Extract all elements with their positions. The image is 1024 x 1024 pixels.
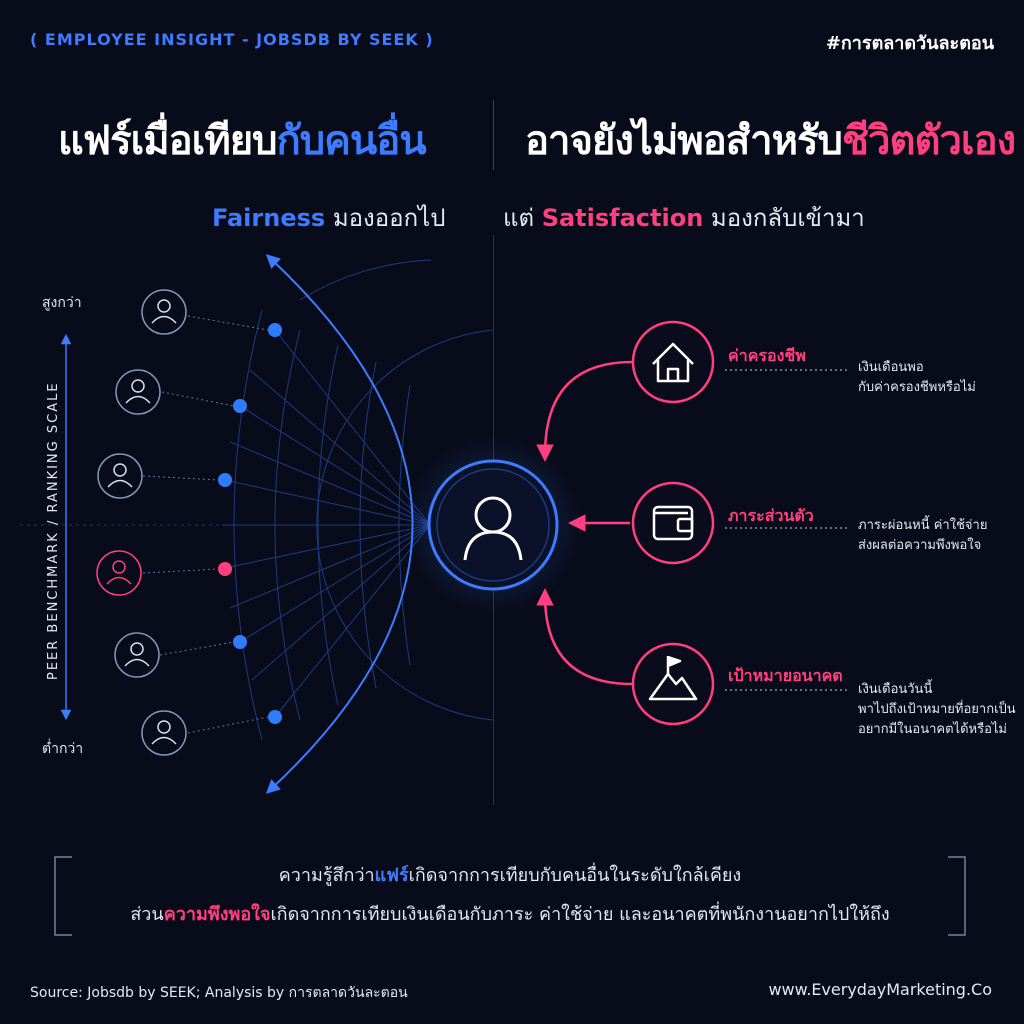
self-dot <box>218 562 232 576</box>
peer-connectors <box>142 315 269 734</box>
center-person-icon <box>463 496 523 561</box>
summary-line1-accent: แฟร์ <box>374 865 409 886</box>
factor-title-personal-burden: ภาระส่วนตัว <box>728 506 814 525</box>
headline-right-plain: อาจยังไม่พอสำหรับ <box>525 118 843 164</box>
subheadline-left: Fairness มองออกไป <box>212 198 445 237</box>
comparison-diagram <box>20 254 850 794</box>
center-ring-outer <box>427 459 559 591</box>
subheadline-right-prefix: แต่ <box>503 204 542 232</box>
summary-line1-pre: ความรู้สึกว่า <box>278 865 375 886</box>
scale-high-label: สูงกว่า <box>42 295 82 311</box>
factor-leaders <box>725 369 850 691</box>
arrow-cost-of-living <box>536 360 633 462</box>
subheadline-right-rest: มองกลับเข้ามา <box>703 204 865 232</box>
headline-divider <box>493 100 494 170</box>
house-circle <box>631 320 715 404</box>
factor-desc-line: เงินเดือนวันนี้ <box>858 682 933 697</box>
summary-line2-post: เกิดจากการเทียบเงินเดือนกับภาระ ค่าใช้จ่… <box>270 904 890 925</box>
house-icon <box>652 342 694 383</box>
summary-frame <box>54 856 966 936</box>
hashtag: #การตลาดวันละตอน <box>825 33 994 54</box>
wallet-icon <box>652 505 694 541</box>
peer-avatar-2 <box>115 369 161 415</box>
peer-avatar-1 <box>141 289 187 335</box>
peer-dot-3 <box>218 473 232 487</box>
headline-right-accent: ชีวิตตัวเอง <box>841 118 1016 164</box>
peer-avatar-6 <box>141 710 187 756</box>
center-ring-inner <box>436 468 550 582</box>
arrow-future-goals <box>536 588 633 686</box>
factor-desc-line: เงินเดือนพอ <box>858 360 924 375</box>
summary-line2-accent: ความพึงพอใจ <box>163 904 271 925</box>
factor-desc-line: ส่งผลต่อความพึงพอใจ <box>858 538 982 553</box>
summary-line-1: ความรู้สึกว่าแฟร์เกิดจากการเทียบกับคนอื่… <box>54 860 966 889</box>
peer-avatar-5 <box>114 632 160 678</box>
factor-title-future-goals: เป้าหมายอนาคต <box>728 666 843 685</box>
self-avatar-highlight <box>96 550 142 596</box>
headline-left-accent: กับคนอื่น <box>276 118 427 164</box>
peer-dot-6 <box>268 710 282 724</box>
wallet-circle <box>631 481 715 565</box>
headline-left-plain: แฟร์เมื่อเทียบ <box>58 118 278 164</box>
header-tag: ( EMPLOYEE INSIGHT - JOBSDB BY SEEK ) <box>30 30 434 49</box>
satisfaction-keyword: Satisfaction <box>541 204 704 232</box>
peer-dot-5 <box>233 635 247 649</box>
scale-low-label: ต่ำกว่า <box>42 741 84 757</box>
subheadline-right: แต่ Satisfaction มองกลับเข้ามา <box>503 198 865 237</box>
factor-desc-personal-burden: ภาระผ่อนหนี้ ค่าใช้จ่าย ส่งผลต่อความพึงพ… <box>858 516 987 556</box>
mountain-circle <box>631 642 715 726</box>
scale-axis-label: PEER BENCHMARK / RANKING SCALE <box>46 381 61 680</box>
peer-dot-1 <box>268 323 282 337</box>
peer-avatar-3 <box>97 453 143 499</box>
factor-desc-line: อยากมีในอนาคตได้หรือไม่ <box>858 722 1007 737</box>
outer-arc-arrow <box>265 254 414 794</box>
mountain-flag-icon <box>648 655 698 701</box>
peer-dot-2 <box>233 399 247 413</box>
factor-desc-line: พาไปถึงเป้าหมายที่อยากเป็น <box>858 702 1016 717</box>
source-credit: Source: Jobsdb by SEEK; Analysis by การต… <box>30 985 408 1001</box>
fairness-keyword: Fairness <box>212 204 326 232</box>
factor-title-cost-of-living: ค่าครองชีพ <box>728 346 806 365</box>
subheadline-left-rest: มองออกไป <box>325 204 446 232</box>
website-link[interactable]: www.EverydayMarketing.Co <box>768 980 992 999</box>
factor-desc-line: ภาระผ่อนหนี้ ค่าใช้จ่าย <box>858 518 988 533</box>
summary-line-2: ส่วนความพึงพอใจเกิดจากการเทียบเงินเดือนก… <box>54 899 966 928</box>
factor-desc-cost-of-living: เงินเดือนพอ กับค่าครองชีพหรือไม่ <box>858 358 976 398</box>
headline-left: แฟร์เมื่อเทียบกับคนอื่น <box>58 108 427 172</box>
factor-desc-future-goals: เงินเดือนวันนี้ พาไปถึงเป้าหมายที่อยากเป… <box>858 680 1016 740</box>
factor-desc-line: กับค่าครองชีพหรือไม่ <box>858 380 976 395</box>
summary-line1-post: เกิดจากการเทียบกับคนอื่นในระดับใกล้เคียง <box>408 865 742 886</box>
headline-right: อาจยังไม่พอสำหรับชีวิตตัวเอง <box>525 108 1016 172</box>
summary-line2-pre: ส่วน <box>130 904 164 925</box>
